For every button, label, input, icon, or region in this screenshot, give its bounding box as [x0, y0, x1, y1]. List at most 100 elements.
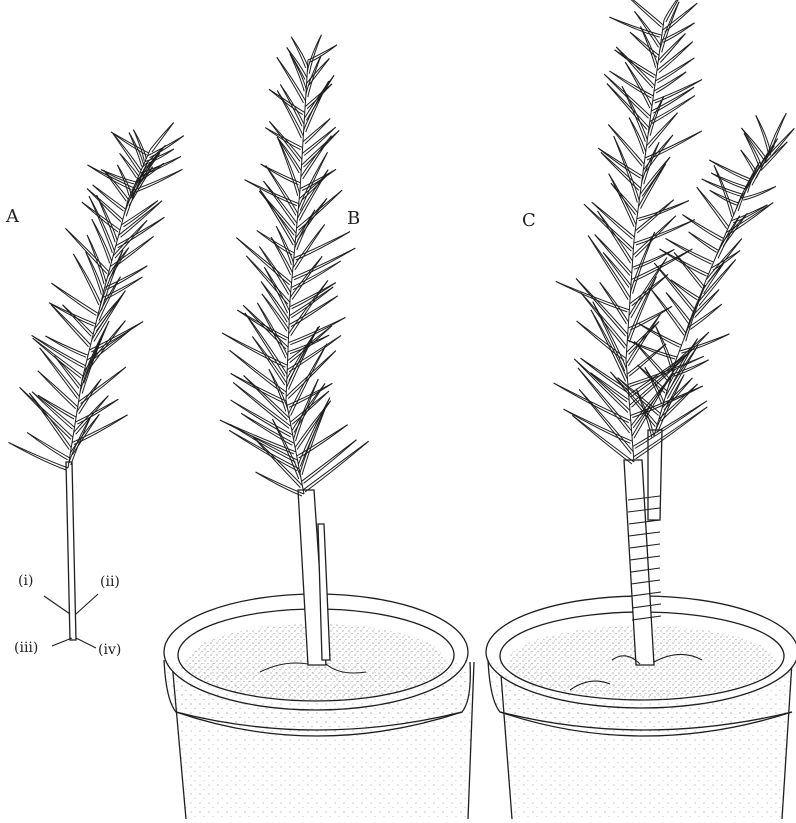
needle [245, 180, 299, 204]
needle-edge [40, 348, 78, 399]
needle [241, 413, 294, 443]
needle-edge [259, 191, 294, 235]
needle-edge [72, 414, 99, 454]
needle-edge [584, 204, 631, 251]
cutting-b-foliage [220, 35, 369, 496]
cut-label-i: (i) [18, 573, 33, 589]
needle-edge [616, 47, 653, 88]
needle [297, 425, 348, 456]
needle [682, 215, 723, 239]
needle-edge [677, 332, 709, 365]
needle [257, 231, 295, 254]
needle-edge [305, 119, 330, 144]
needle-edge [765, 128, 794, 163]
needle-edge [307, 84, 332, 109]
cut-label-ii: (ii) [100, 574, 120, 590]
needle-edge [118, 217, 165, 247]
needle-edge [574, 359, 628, 413]
needle [302, 127, 336, 153]
needle-edge [261, 164, 299, 185]
needle [308, 45, 337, 60]
needle-edge [252, 436, 300, 488]
needle-edge [630, 32, 657, 57]
needle-edge [306, 75, 334, 120]
needle [302, 440, 357, 482]
needle-edge [697, 187, 727, 229]
needle [633, 401, 707, 447]
needle-edge [299, 425, 348, 458]
needle [66, 228, 109, 271]
needle [88, 165, 134, 188]
needle [256, 472, 304, 494]
needle-edge [656, 326, 672, 370]
needle-edge [305, 441, 368, 492]
needle [297, 190, 343, 228]
needle [261, 164, 301, 183]
needle-edge [259, 247, 288, 295]
needle-edge [682, 215, 721, 241]
needle [237, 310, 288, 338]
needle [615, 50, 657, 76]
needle-edge [661, 384, 698, 421]
needle-edge [651, 289, 684, 335]
needle [51, 305, 91, 345]
needle [290, 391, 329, 422]
needle [726, 203, 773, 233]
needle [554, 383, 631, 421]
panel-label-c: C [522, 210, 536, 231]
needle-edge [20, 387, 71, 439]
foliage-axis [654, 150, 770, 436]
needle-edge [256, 472, 302, 496]
needle [689, 232, 719, 251]
needle [51, 283, 98, 313]
needle-edge [280, 84, 302, 126]
needle-edge [645, 135, 673, 172]
needle-edge [738, 172, 754, 211]
needle-edge [658, 58, 695, 83]
needle-edge [123, 201, 158, 227]
needle-edge [76, 396, 109, 435]
needle-edge [578, 368, 630, 433]
needle-edge [615, 50, 655, 78]
needle-edge [659, 42, 693, 73]
needle-edge [51, 283, 96, 315]
needle-edge [310, 45, 337, 62]
needle-edge [611, 183, 636, 215]
needle-edge [636, 407, 708, 459]
needle [265, 128, 302, 148]
needle-edge [293, 261, 341, 290]
needle-edge [665, 3, 698, 32]
needle-edge [741, 150, 755, 174]
needle [632, 249, 674, 267]
needle-edge [728, 203, 773, 235]
needle [63, 305, 94, 335]
needle-edge [631, 258, 667, 318]
needle-edge [628, 314, 660, 366]
needle-edge [654, 263, 693, 312]
foliage-axis [68, 150, 150, 468]
needle [302, 130, 340, 165]
needle-edge [601, 152, 639, 190]
needle-edge [714, 165, 732, 216]
needle-edge [297, 401, 331, 450]
panel-label-b: B [347, 208, 360, 229]
needle [252, 436, 302, 486]
cut-label-iv: (iv) [98, 642, 121, 658]
needle [610, 17, 662, 35]
needle-edge [295, 224, 325, 270]
needle-edge [298, 198, 327, 240]
needle-edge [91, 322, 143, 352]
needle-edge [621, 0, 662, 27]
needle-edge [77, 399, 118, 424]
needle [584, 204, 633, 249]
needle [634, 220, 695, 243]
needle-edge [710, 190, 737, 205]
cutting-c-foliage [554, 0, 795, 464]
cutting-a-stem [66, 462, 76, 640]
needle-edge [635, 216, 676, 258]
needle-edge [641, 164, 666, 209]
needle [638, 365, 668, 391]
cut-label-iii: (iii) [14, 640, 38, 656]
cutting-a-foliage [9, 123, 184, 471]
